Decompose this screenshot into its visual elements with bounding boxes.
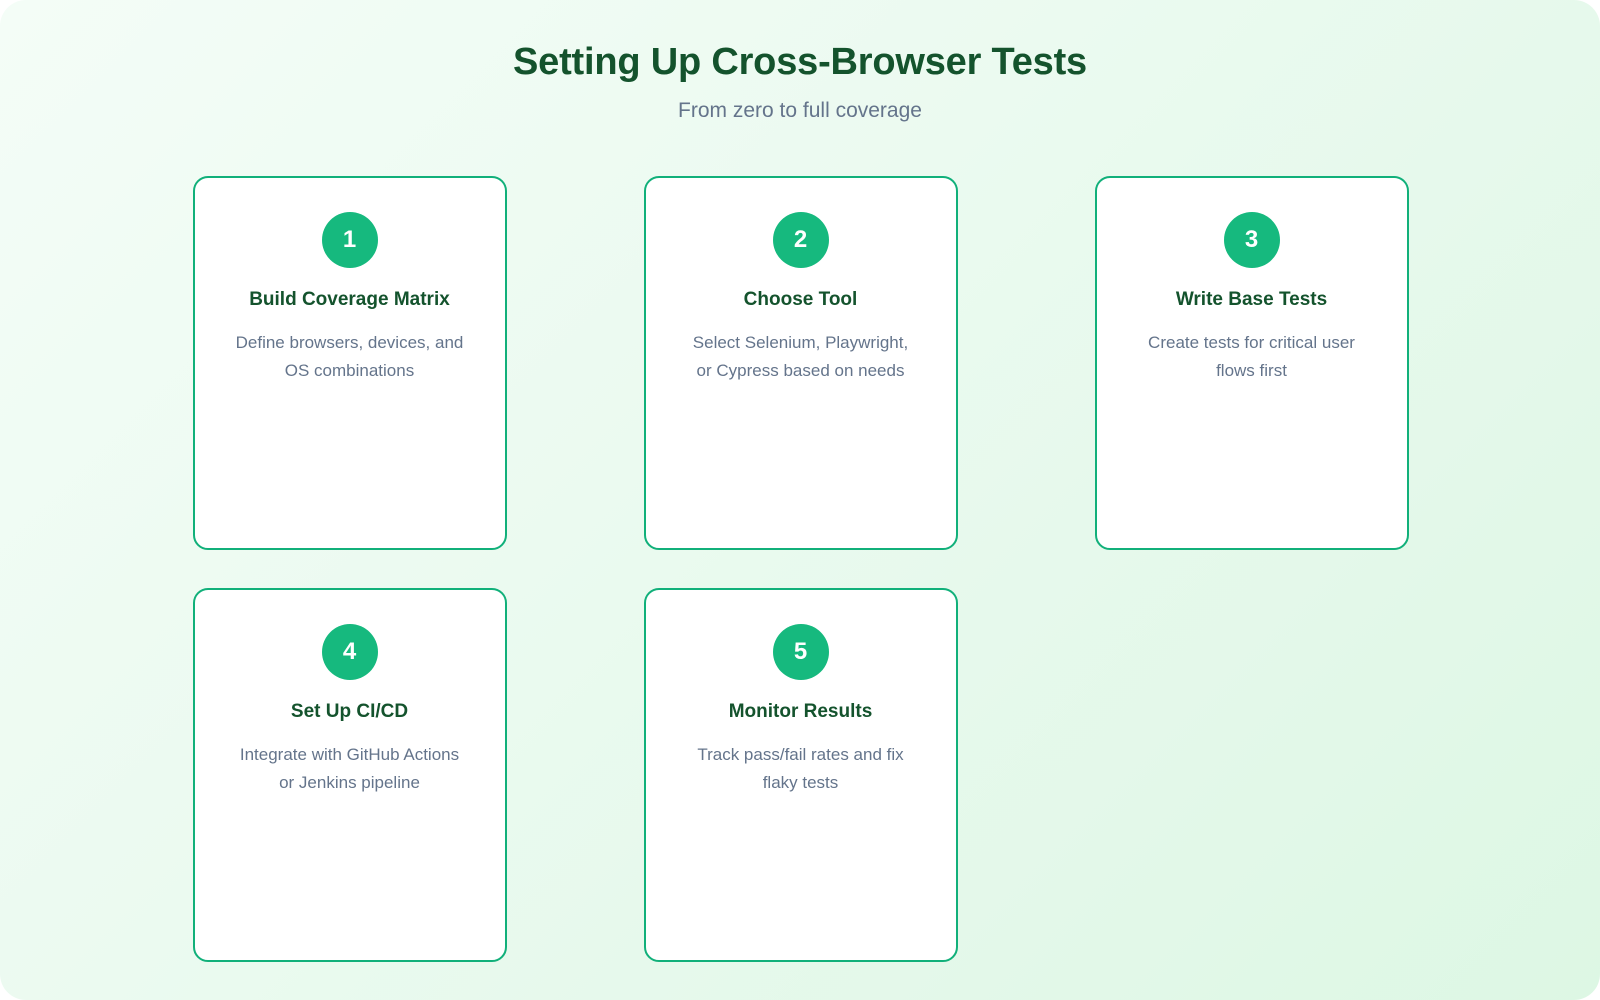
step-number-badge-4: 4 — [321, 624, 378, 680]
step-title-4: Set Up CI/CD — [290, 701, 409, 722]
step-card-4[interactable]: 4 Set Up CI/CD Integrate with GitHub Act… — [192, 588, 507, 962]
page-title: Setting Up Cross-Browser Tests — [513, 41, 1087, 83]
step-number-badge-3: 3 — [1223, 212, 1280, 268]
step-description-3: Create tests for critical user flows fir… — [1148, 333, 1355, 380]
step-title-2: Choose Tool — [743, 289, 858, 310]
step-card-3[interactable]: 3 Write Base Tests Create tests for crit… — [1094, 176, 1409, 550]
step-title-5: Monitor Results — [728, 701, 873, 722]
step-number-badge-1: 1 — [321, 212, 378, 268]
step-card-5[interactable]: 5 Monitor Results Track pass/fail rates … — [643, 588, 958, 962]
step-title-3: Write Base Tests — [1175, 289, 1328, 310]
step-card-1[interactable]: 1 Build Coverage Matrix Define browsers,… — [192, 176, 507, 550]
page-header: Setting Up Cross-Browser Tests From zero… — [0, 0, 1600, 126]
page-subtitle: From zero to full coverage — [678, 99, 922, 122]
step-description-4: Integrate with GitHub Actions or Jenkins… — [239, 745, 460, 792]
step-description-2: Select Selenium, Playwright, or Cypress … — [692, 333, 909, 380]
step-description-5: Track pass/fail rates and fix flaky test… — [697, 745, 904, 792]
step-description-1: Define browsers, devices, and OS combina… — [235, 333, 464, 380]
step-title-1: Build Coverage Matrix — [249, 289, 450, 310]
steps-grid: 1 Build Coverage Matrix Define browsers,… — [192, 126, 1409, 962]
step-number-badge-2: 2 — [772, 212, 829, 268]
step-number-badge-5: 5 — [772, 624, 829, 680]
step-card-2[interactable]: 2 Choose Tool Select Selenium, Playwrigh… — [643, 176, 958, 550]
